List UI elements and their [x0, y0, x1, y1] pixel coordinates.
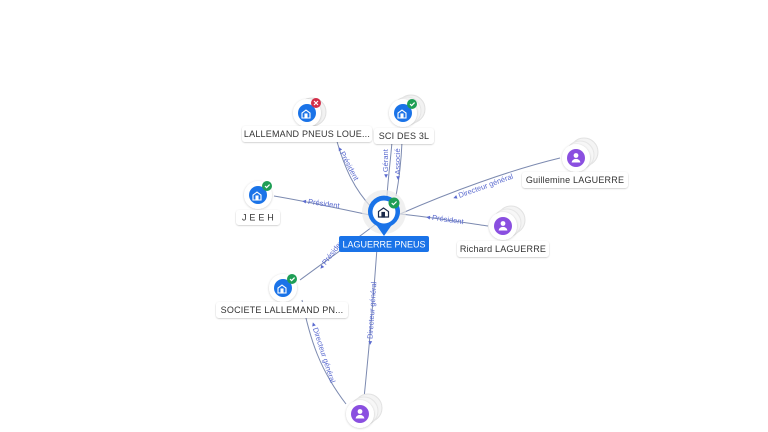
edges: ◂ Président ◂ Gérant ◂ Associé ◂ Préside…: [273, 137, 561, 405]
node-richard[interactable]: Richard LAGUERRE: [457, 205, 549, 257]
edge-richard: [399, 213, 489, 227]
node-label: SOCIETE LALLEMAND PN...: [221, 305, 344, 315]
person-badge: [567, 149, 585, 167]
node-label: Richard LAGUERRE: [460, 244, 546, 254]
center-label: LAGUERRE PNEUS: [342, 240, 425, 250]
node-label: Guillemine LAGUERRE: [526, 175, 624, 185]
active-status-badge: [407, 99, 417, 109]
node-guillemine[interactable]: Guillemine LAGUERRE: [522, 137, 628, 188]
edge-guillemine: [399, 157, 561, 215]
check-icon: [409, 102, 416, 107]
building-icon: [277, 284, 287, 294]
node-societe-lallemand[interactable]: SOCIETE LALLEMAND PN...: [216, 274, 348, 318]
node-center-laguerre-pneus[interactable]: LAGUERRE PNEUS: [339, 190, 429, 252]
active-status-badge: [388, 197, 400, 209]
building-icon: [252, 191, 262, 201]
active-status-badge: [262, 181, 272, 191]
edge-label-bottom-1: ◂ Directeur général: [365, 281, 378, 345]
center-label-bg: [339, 236, 429, 252]
building-icon: [301, 109, 311, 119]
edge-label-jeeh: ◂ Président: [302, 196, 341, 210]
node-label: LALLEMAND PNEUS LOUE...: [244, 129, 370, 139]
check-icon: [264, 184, 271, 189]
check-icon: [391, 201, 398, 206]
node-person-bottom[interactable]: [346, 393, 383, 428]
person-badge: [494, 217, 512, 235]
edge-label-guillemine: ◂ Directeur général: [452, 172, 515, 202]
edge-label-bottom-2: ◂ Directeur général: [309, 321, 337, 384]
building-icon: [377, 207, 390, 218]
building-icon: [397, 109, 407, 119]
person-icon: [571, 153, 581, 163]
edge-label-sci-gerant: ◂ Gérant: [381, 148, 390, 178]
person-icon: [498, 221, 508, 231]
edge-bottom-1: [363, 247, 378, 399]
person-icon: [355, 409, 365, 419]
active-status-badge: [287, 274, 297, 284]
check-icon: [289, 277, 296, 282]
edge-label-sci-associe: ◂ Associé: [393, 148, 402, 180]
edge-label-richard: ◂ Président: [426, 212, 465, 226]
edge-sci-associe: [395, 141, 403, 197]
cross-icon: [313, 100, 319, 106]
edge-label-lallemand-loue: ◂ Président: [335, 145, 361, 183]
person-badge: [351, 405, 369, 423]
node-label: J E E H: [242, 213, 274, 223]
node-label: SCI DES 3L: [379, 131, 430, 141]
node-sci-3l[interactable]: SCI DES 3L: [374, 94, 434, 144]
node-lallemand-loue[interactable]: LALLEMAND PNEUS LOUE...: [242, 97, 372, 142]
node-jeeh[interactable]: J E E H: [236, 181, 280, 225]
